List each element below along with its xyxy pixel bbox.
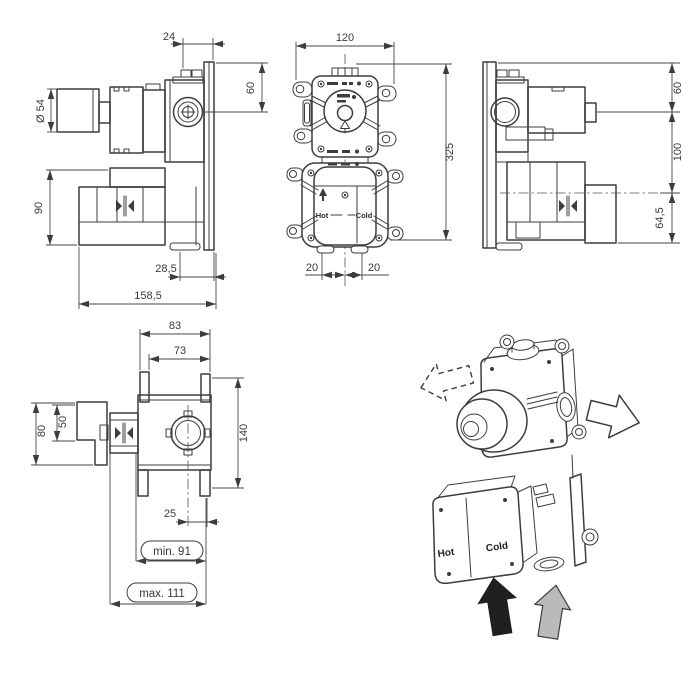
- dim-label: 80: [36, 425, 48, 437]
- dim-label: 83: [169, 320, 181, 332]
- handle-cylinder-3d: [456, 389, 528, 453]
- dim-label-right: 20: [368, 262, 380, 274]
- dim-label: 24: [163, 31, 175, 43]
- dim-outer-width: 83: [139, 320, 211, 372]
- dim-center-to-outlet: 100: [660, 112, 684, 194]
- outline-right-arrow-icon: [585, 394, 640, 439]
- clip-stripes: [526, 391, 559, 410]
- dim-min-depth: min. 91: [135, 453, 207, 565]
- outlet-stub: [584, 102, 597, 123]
- dashed-left-arrow-icon: [420, 363, 475, 402]
- cold-label: Cold: [485, 541, 509, 555]
- right-bracket: [569, 473, 587, 567]
- dim-height: 325: [356, 63, 456, 241]
- port-circle: [490, 97, 520, 127]
- handle-ring: [109, 86, 144, 154]
- view-front: Hot Cold 120 325 20 20: [286, 32, 456, 288]
- dim-label: 64,5: [654, 207, 666, 228]
- min-depth-capsule: [140, 540, 204, 561]
- bottom-outlet: [533, 556, 565, 572]
- dim-label: 120: [336, 32, 354, 44]
- mounting-ears: [286, 81, 404, 241]
- dim-max-depth: max. 111: [109, 453, 207, 608]
- lower-housing: [506, 161, 586, 241]
- dim-top-to-center: 60: [498, 62, 684, 113]
- flow-arrow-icon: [319, 188, 327, 196]
- dim-block-height: 80: [31, 402, 93, 466]
- dim-label: Ø 54: [35, 99, 47, 123]
- handle-cylinder: [56, 88, 100, 133]
- dim-label: 25: [164, 508, 176, 520]
- wall-plate: [482, 61, 497, 249]
- bracket-tab: [200, 373, 211, 403]
- dim-flange-to-center: 60: [204, 62, 268, 113]
- dim-label: 100: [672, 143, 684, 161]
- bracket-tab: [137, 469, 149, 497]
- view-side-right: 60 100 64,5: [482, 61, 684, 251]
- dim-top-offset: 24: [163, 31, 225, 68]
- dim-label: 28,5: [155, 263, 176, 275]
- max-depth-capsule: [126, 582, 198, 603]
- bracket-tab: [139, 371, 150, 403]
- view-perspective: Hot Cold: [420, 334, 640, 640]
- mounting-ear: [499, 334, 587, 440]
- handle-block: [76, 401, 108, 466]
- lower-box-3d: [432, 486, 524, 585]
- dim-handle-diameter: Ø 54: [35, 88, 57, 133]
- hot-label: Hot: [316, 211, 329, 220]
- valve-body: [495, 79, 529, 153]
- bracket-tab: [199, 469, 211, 497]
- dim-label: 90: [33, 202, 45, 214]
- dim-total-depth: 158,5: [78, 247, 217, 309]
- dim-width: 120: [295, 32, 395, 84]
- dim-label: 50: [57, 416, 69, 428]
- dim-outlet-offset: 25: [164, 498, 219, 527]
- dim-inlets: 20 20: [305, 253, 389, 280]
- lower-housing: [78, 186, 166, 246]
- dim-label: min. 91: [153, 546, 191, 558]
- dim-label: 73: [174, 345, 186, 357]
- dim-inner-width: 73: [148, 345, 210, 370]
- dim-label-left: 20: [306, 262, 318, 274]
- dim-label: 60: [245, 82, 257, 94]
- dome-cap: [506, 339, 540, 361]
- dim-body-height: 90: [33, 169, 108, 246]
- dim-outlet-to-bottom: 64,5: [618, 193, 680, 244]
- mid-clips: [532, 483, 556, 508]
- side-port-ring: [556, 392, 576, 422]
- cold-label: Cold: [356, 211, 373, 220]
- dim-label: 140: [238, 424, 250, 442]
- dim-label: 158,5: [134, 290, 162, 302]
- dim-label: 60: [672, 82, 684, 94]
- dim-block-inner-height: 50: [52, 404, 75, 442]
- black-up-arrow-icon: [477, 577, 517, 637]
- temperature-dial: [323, 89, 367, 134]
- dim-wall-offset: 28,5: [155, 252, 226, 281]
- dim-label: max. 111: [139, 588, 185, 600]
- dim-bracket-height: 140: [212, 377, 250, 489]
- gray-up-arrow-icon: [533, 584, 572, 640]
- dim-label: 325: [444, 143, 456, 161]
- view-side-left: 24 60 Ø 54 90 28,5: [33, 31, 268, 309]
- view-section-bottom: 83 73 140 80 50: [31, 320, 250, 608]
- hot-label: Hot: [437, 547, 456, 560]
- port-circle: [172, 96, 204, 128]
